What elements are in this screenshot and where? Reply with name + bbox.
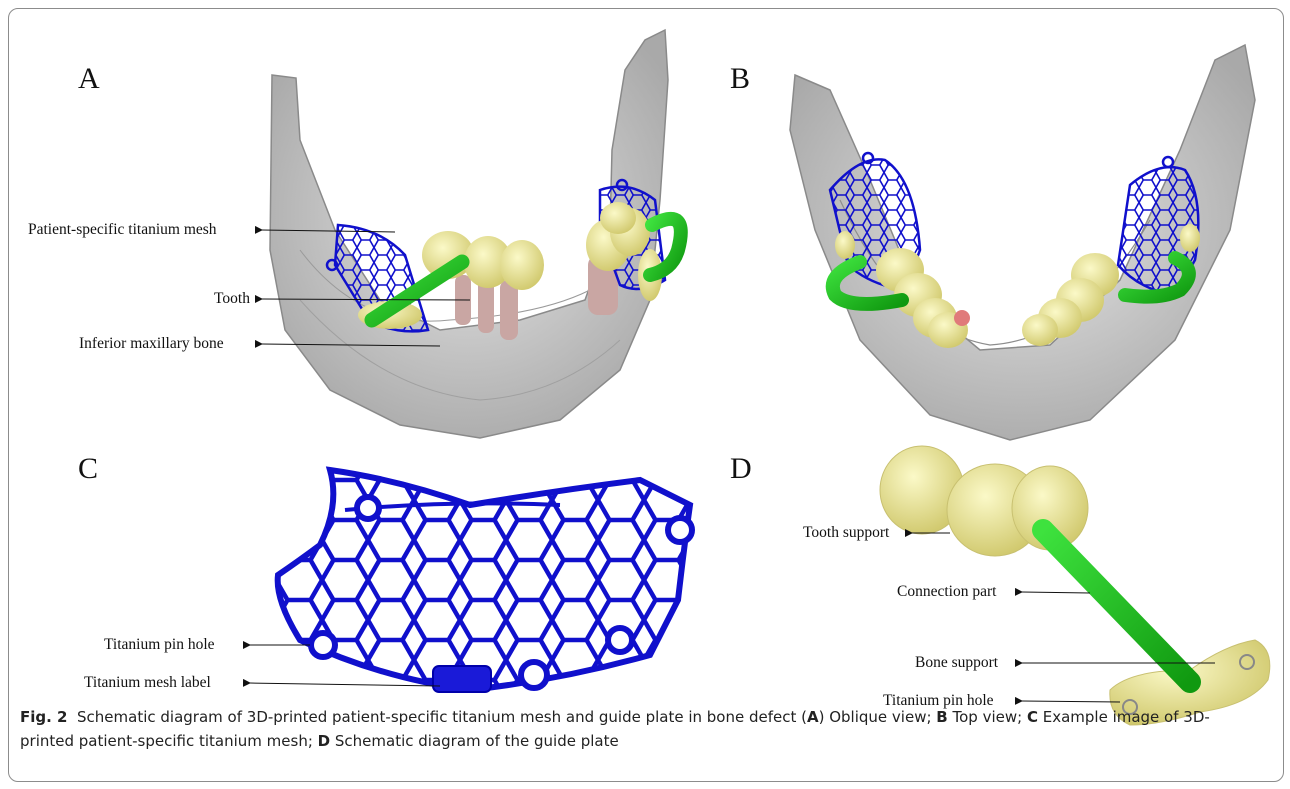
pin-hole-c-2 <box>668 518 692 542</box>
caption-text-1: Schematic diagram of 3D-printed patient-… <box>77 708 807 726</box>
caption-text-3: Top view; <box>948 708 1027 726</box>
caption-ref-b: B <box>936 708 947 726</box>
label-connection-part: Connection part <box>897 583 996 601</box>
figure-caption: Fig. 2 Schematic diagram of 3D-printed p… <box>20 705 1260 753</box>
panel-letter-d: D <box>730 452 752 486</box>
panel-c-illustration <box>278 470 692 692</box>
label-bone-support: Bone support <box>915 654 998 672</box>
mesh-label-c <box>433 666 491 692</box>
panel-letter-c: C <box>78 452 98 486</box>
label-tooth-support: Tooth support <box>803 524 889 542</box>
caption-text-2: ) Oblique view; <box>819 708 937 726</box>
pin-hole-c-4 <box>521 662 547 688</box>
caption-ref-c: C <box>1027 708 1038 726</box>
label-pin-hole-c: Titanium pin hole <box>104 636 215 654</box>
panel-a-illustration <box>270 30 681 438</box>
label-mesh-label: Titanium mesh label <box>84 674 211 692</box>
label-inferior-maxillary-bone: Inferior maxillary bone <box>79 335 224 353</box>
caption-text-5: Schematic diagram of the guide plate <box>330 732 619 750</box>
panel-letter-b: B <box>730 62 750 96</box>
pin-hole-c-5 <box>608 628 632 652</box>
label-tooth: Tooth <box>214 290 250 308</box>
panel-letter-a: A <box>78 62 100 96</box>
pin-hole-c-1 <box>357 497 379 519</box>
connection-d <box>1043 530 1190 682</box>
panel-b-illustration <box>790 45 1255 440</box>
label-titanium-mesh: Patient-specific titanium mesh <box>28 221 217 239</box>
caption-fig-label: Fig. 2 <box>20 708 67 726</box>
pin-hole-c-3 <box>311 633 335 657</box>
caption-ref-d: D <box>318 732 330 750</box>
caption-ref-a: A <box>807 708 819 726</box>
